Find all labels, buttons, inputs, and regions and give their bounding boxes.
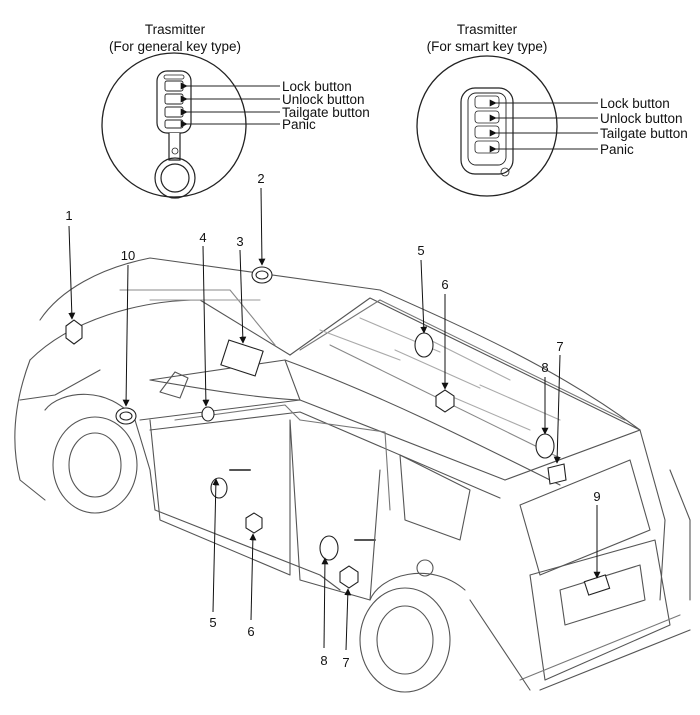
component-8-rear bbox=[535, 433, 555, 459]
components bbox=[65, 266, 611, 596]
smart-lock-label: Lock button bbox=[600, 96, 670, 111]
callout-6-rear: 6 bbox=[441, 277, 449, 292]
callout-10: 10 bbox=[120, 248, 136, 263]
component-7-front bbox=[339, 565, 359, 589]
component-4 bbox=[201, 406, 215, 422]
smart-tailgate-label: Tailgate button bbox=[600, 126, 688, 141]
vehicle-outline bbox=[14, 257, 691, 693]
general-panic-label: Panic bbox=[282, 117, 316, 132]
smart-unlock-label: Unlock button bbox=[600, 111, 683, 126]
callout-5-rear: 5 bbox=[417, 243, 425, 258]
smart-panic-label: Panic bbox=[600, 142, 634, 157]
component-2 bbox=[251, 266, 273, 284]
general-lock-label: Lock button bbox=[282, 79, 352, 94]
general-tailgate-label: Tailgate button bbox=[282, 105, 370, 120]
callout-8-front: 8 bbox=[320, 653, 328, 668]
general-unlock-label: Unlock button bbox=[282, 92, 365, 107]
callout-6-front: 6 bbox=[247, 624, 255, 639]
callout-5-front: 5 bbox=[209, 615, 217, 630]
general-key-transmitter bbox=[101, 52, 280, 199]
leader-lines bbox=[68, 187, 601, 651]
component-1 bbox=[65, 319, 83, 345]
component-8-front bbox=[319, 535, 339, 561]
component-6-front bbox=[245, 512, 263, 534]
callout-2: 2 bbox=[257, 171, 265, 186]
component-7-rear bbox=[547, 463, 567, 485]
callout-3: 3 bbox=[236, 234, 244, 249]
general-key-subtitle: (For general key type) bbox=[108, 39, 242, 54]
general-key-title: Trasmitter bbox=[144, 22, 206, 37]
callout-7-rear: 7 bbox=[556, 339, 564, 354]
callout-9: 9 bbox=[593, 489, 601, 504]
callout-4: 4 bbox=[199, 230, 207, 245]
smart-key-transmitter bbox=[416, 55, 598, 197]
component-10 bbox=[115, 407, 137, 425]
callout-1: 1 bbox=[65, 208, 73, 223]
smart-key-subtitle: (For smart key type) bbox=[426, 39, 548, 54]
callout-8-rear: 8 bbox=[541, 360, 549, 375]
component-3 bbox=[220, 339, 264, 377]
smart-key-title: Trasmitter bbox=[456, 22, 518, 37]
callout-7-front: 7 bbox=[342, 655, 350, 670]
component-6-rear bbox=[435, 389, 455, 413]
component-5-rear bbox=[414, 332, 434, 358]
component-5-front bbox=[210, 477, 228, 499]
